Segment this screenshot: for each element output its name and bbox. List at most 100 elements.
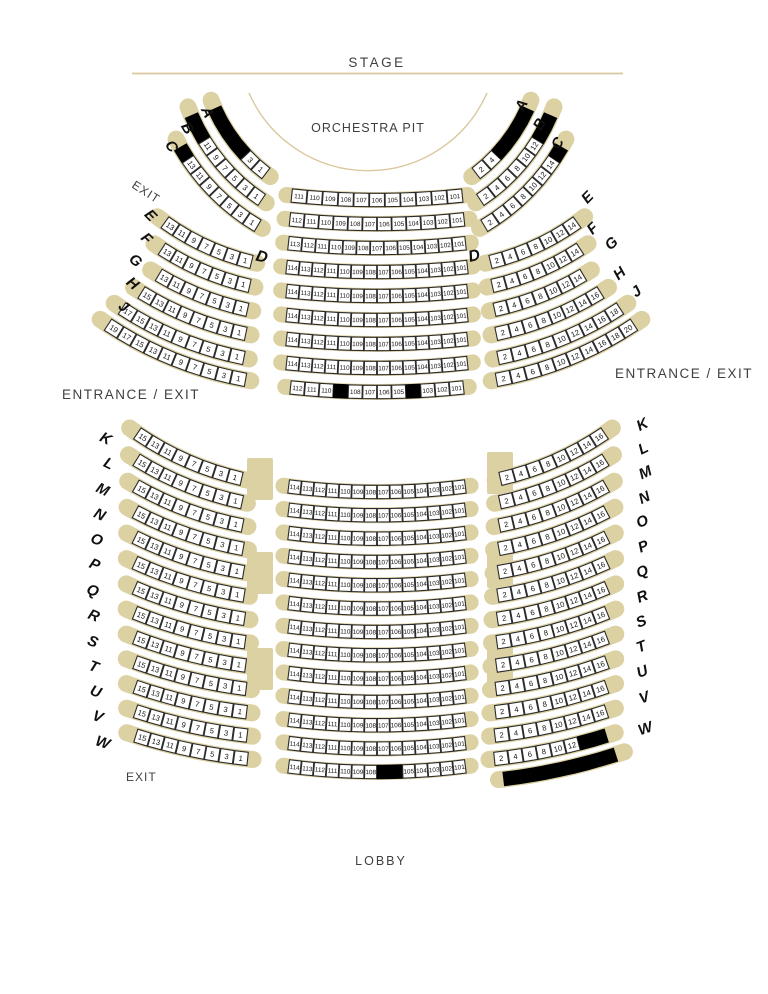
seat-V-3[interactable]: [217, 724, 235, 742]
seat-W-6[interactable]: [521, 745, 539, 763]
seat-Q-15[interactable]: [131, 580, 151, 600]
seat-Q-109[interactable]: [351, 624, 365, 640]
seat-F-112[interactable]: [311, 310, 326, 326]
seat-N-5[interactable]: [199, 531, 218, 550]
seat-J-16[interactable]: [592, 333, 613, 354]
seat-A-103[interactable]: [415, 190, 433, 207]
seat-W-5[interactable]: [203, 745, 221, 763]
seat-J-101[interactable]: [448, 380, 465, 396]
seat-T-109[interactable]: [351, 694, 365, 710]
seat-T-104[interactable]: [414, 692, 429, 709]
seat-W-1[interactable]: [232, 750, 249, 767]
seat-S-5[interactable]: [201, 651, 220, 669]
seat-F-8[interactable]: [531, 286, 550, 306]
seat-K-6[interactable]: [525, 459, 545, 479]
seat-E-105[interactable]: [402, 287, 417, 303]
seat-G-103[interactable]: [428, 334, 443, 350]
seat-O-102[interactable]: [439, 574, 455, 590]
seat-H-18[interactable]: [603, 302, 625, 323]
seat-S-11[interactable]: [159, 639, 178, 659]
seat-T-16[interactable]: [591, 655, 610, 674]
seat-V-110[interactable]: [338, 740, 353, 756]
seat-Q-2[interactable]: [495, 609, 513, 627]
seat-N-104[interactable]: [414, 552, 429, 569]
seat-E-110[interactable]: [337, 287, 352, 303]
seat-G-102[interactable]: [441, 333, 456, 349]
seat-L-108[interactable]: [363, 507, 378, 523]
seat-B-2[interactable]: [475, 186, 496, 207]
seat-Q-110[interactable]: [338, 623, 353, 639]
seat-Q-8[interactable]: [537, 599, 556, 618]
seat-V-107[interactable]: [376, 741, 391, 756]
seat-L-102[interactable]: [439, 504, 455, 520]
seat-T-1[interactable]: [230, 679, 248, 697]
seat-D-111[interactable]: [324, 263, 339, 279]
seat-G-111[interactable]: [324, 335, 339, 351]
seat-O-11[interactable]: [158, 542, 178, 561]
seat-V-1[interactable]: [232, 726, 249, 743]
seat-P-108[interactable]: [363, 601, 378, 616]
seat-D-14[interactable]: [561, 216, 582, 237]
seat-V-13[interactable]: [146, 708, 165, 727]
seat-K-15[interactable]: [132, 427, 154, 448]
seat-U-13[interactable]: [146, 684, 165, 703]
seat-D-10[interactable]: [538, 230, 558, 250]
seat-D-110[interactable]: [337, 263, 352, 279]
seat-S-12[interactable]: [564, 639, 583, 659]
seat-C-14[interactable]: [540, 154, 561, 175]
seat-N-110[interactable]: [338, 553, 353, 569]
seat-F-107[interactable]: [376, 312, 391, 328]
seat-U-110[interactable]: [338, 717, 353, 733]
seat-V-7[interactable]: [189, 719, 207, 737]
seat-N-15[interactable]: [131, 505, 152, 525]
seat-G-3[interactable]: [216, 320, 235, 338]
seat-U-6[interactable]: [522, 698, 540, 716]
seat-G-105[interactable]: [402, 335, 417, 351]
seat-U-5[interactable]: [202, 698, 220, 716]
seat-U-10[interactable]: [549, 692, 568, 710]
seat-D-102[interactable]: [441, 261, 456, 277]
seat-H-113[interactable]: [298, 357, 313, 373]
seat-G-5[interactable]: [202, 315, 221, 335]
seat-E-11[interactable]: [169, 249, 189, 270]
seat-S-7[interactable]: [187, 647, 206, 666]
seat-J-15[interactable]: [129, 333, 150, 354]
seat-O-101[interactable]: [452, 572, 467, 589]
seat-Q-111[interactable]: [325, 622, 340, 639]
seat-K-111[interactable]: [325, 482, 340, 499]
seat-W-111[interactable]: [325, 762, 340, 779]
seat-H-114[interactable]: [285, 355, 301, 372]
seat-E-103[interactable]: [428, 286, 443, 302]
seat-S-1[interactable]: [230, 656, 248, 673]
seat-W-13[interactable]: [147, 732, 166, 751]
seat-L-107[interactable]: [376, 507, 391, 523]
seat-U-111[interactable]: [325, 716, 340, 732]
seat-C-102[interactable]: [437, 237, 454, 253]
seat-A-1[interactable]: [250, 159, 271, 180]
seat-A-2[interactable]: [471, 159, 492, 180]
seat-R-104[interactable]: [414, 646, 429, 662]
seat-N-114[interactable]: [287, 549, 302, 566]
seat-M-114[interactable]: [287, 525, 302, 542]
seat-H-12[interactable]: [565, 323, 586, 344]
seat-T-113[interactable]: [299, 690, 315, 707]
seat-D-3[interactable]: [222, 247, 241, 266]
seat-Q-1[interactable]: [229, 609, 247, 627]
seat-E-108[interactable]: [363, 288, 378, 304]
seat-G-8[interactable]: [534, 310, 554, 330]
seat-T-106[interactable]: [389, 694, 403, 710]
seat-E-104[interactable]: [415, 287, 430, 303]
seat-O-104[interactable]: [414, 576, 429, 592]
seat-L-105[interactable]: [401, 507, 416, 523]
seat-R-7[interactable]: [187, 623, 205, 642]
seat-Q-13[interactable]: [144, 586, 164, 606]
seat-U-103[interactable]: [427, 715, 442, 731]
seat-E-102[interactable]: [441, 285, 456, 301]
seat-V-106[interactable]: [389, 740, 403, 756]
seat-O-2[interactable]: [496, 562, 514, 580]
seat-M-3[interactable]: [212, 512, 231, 530]
seat-E-5[interactable]: [207, 267, 226, 286]
seat-J-17[interactable]: [116, 326, 137, 347]
seat-J-105[interactable]: [391, 384, 407, 400]
seat-R-12[interactable]: [564, 615, 583, 634]
